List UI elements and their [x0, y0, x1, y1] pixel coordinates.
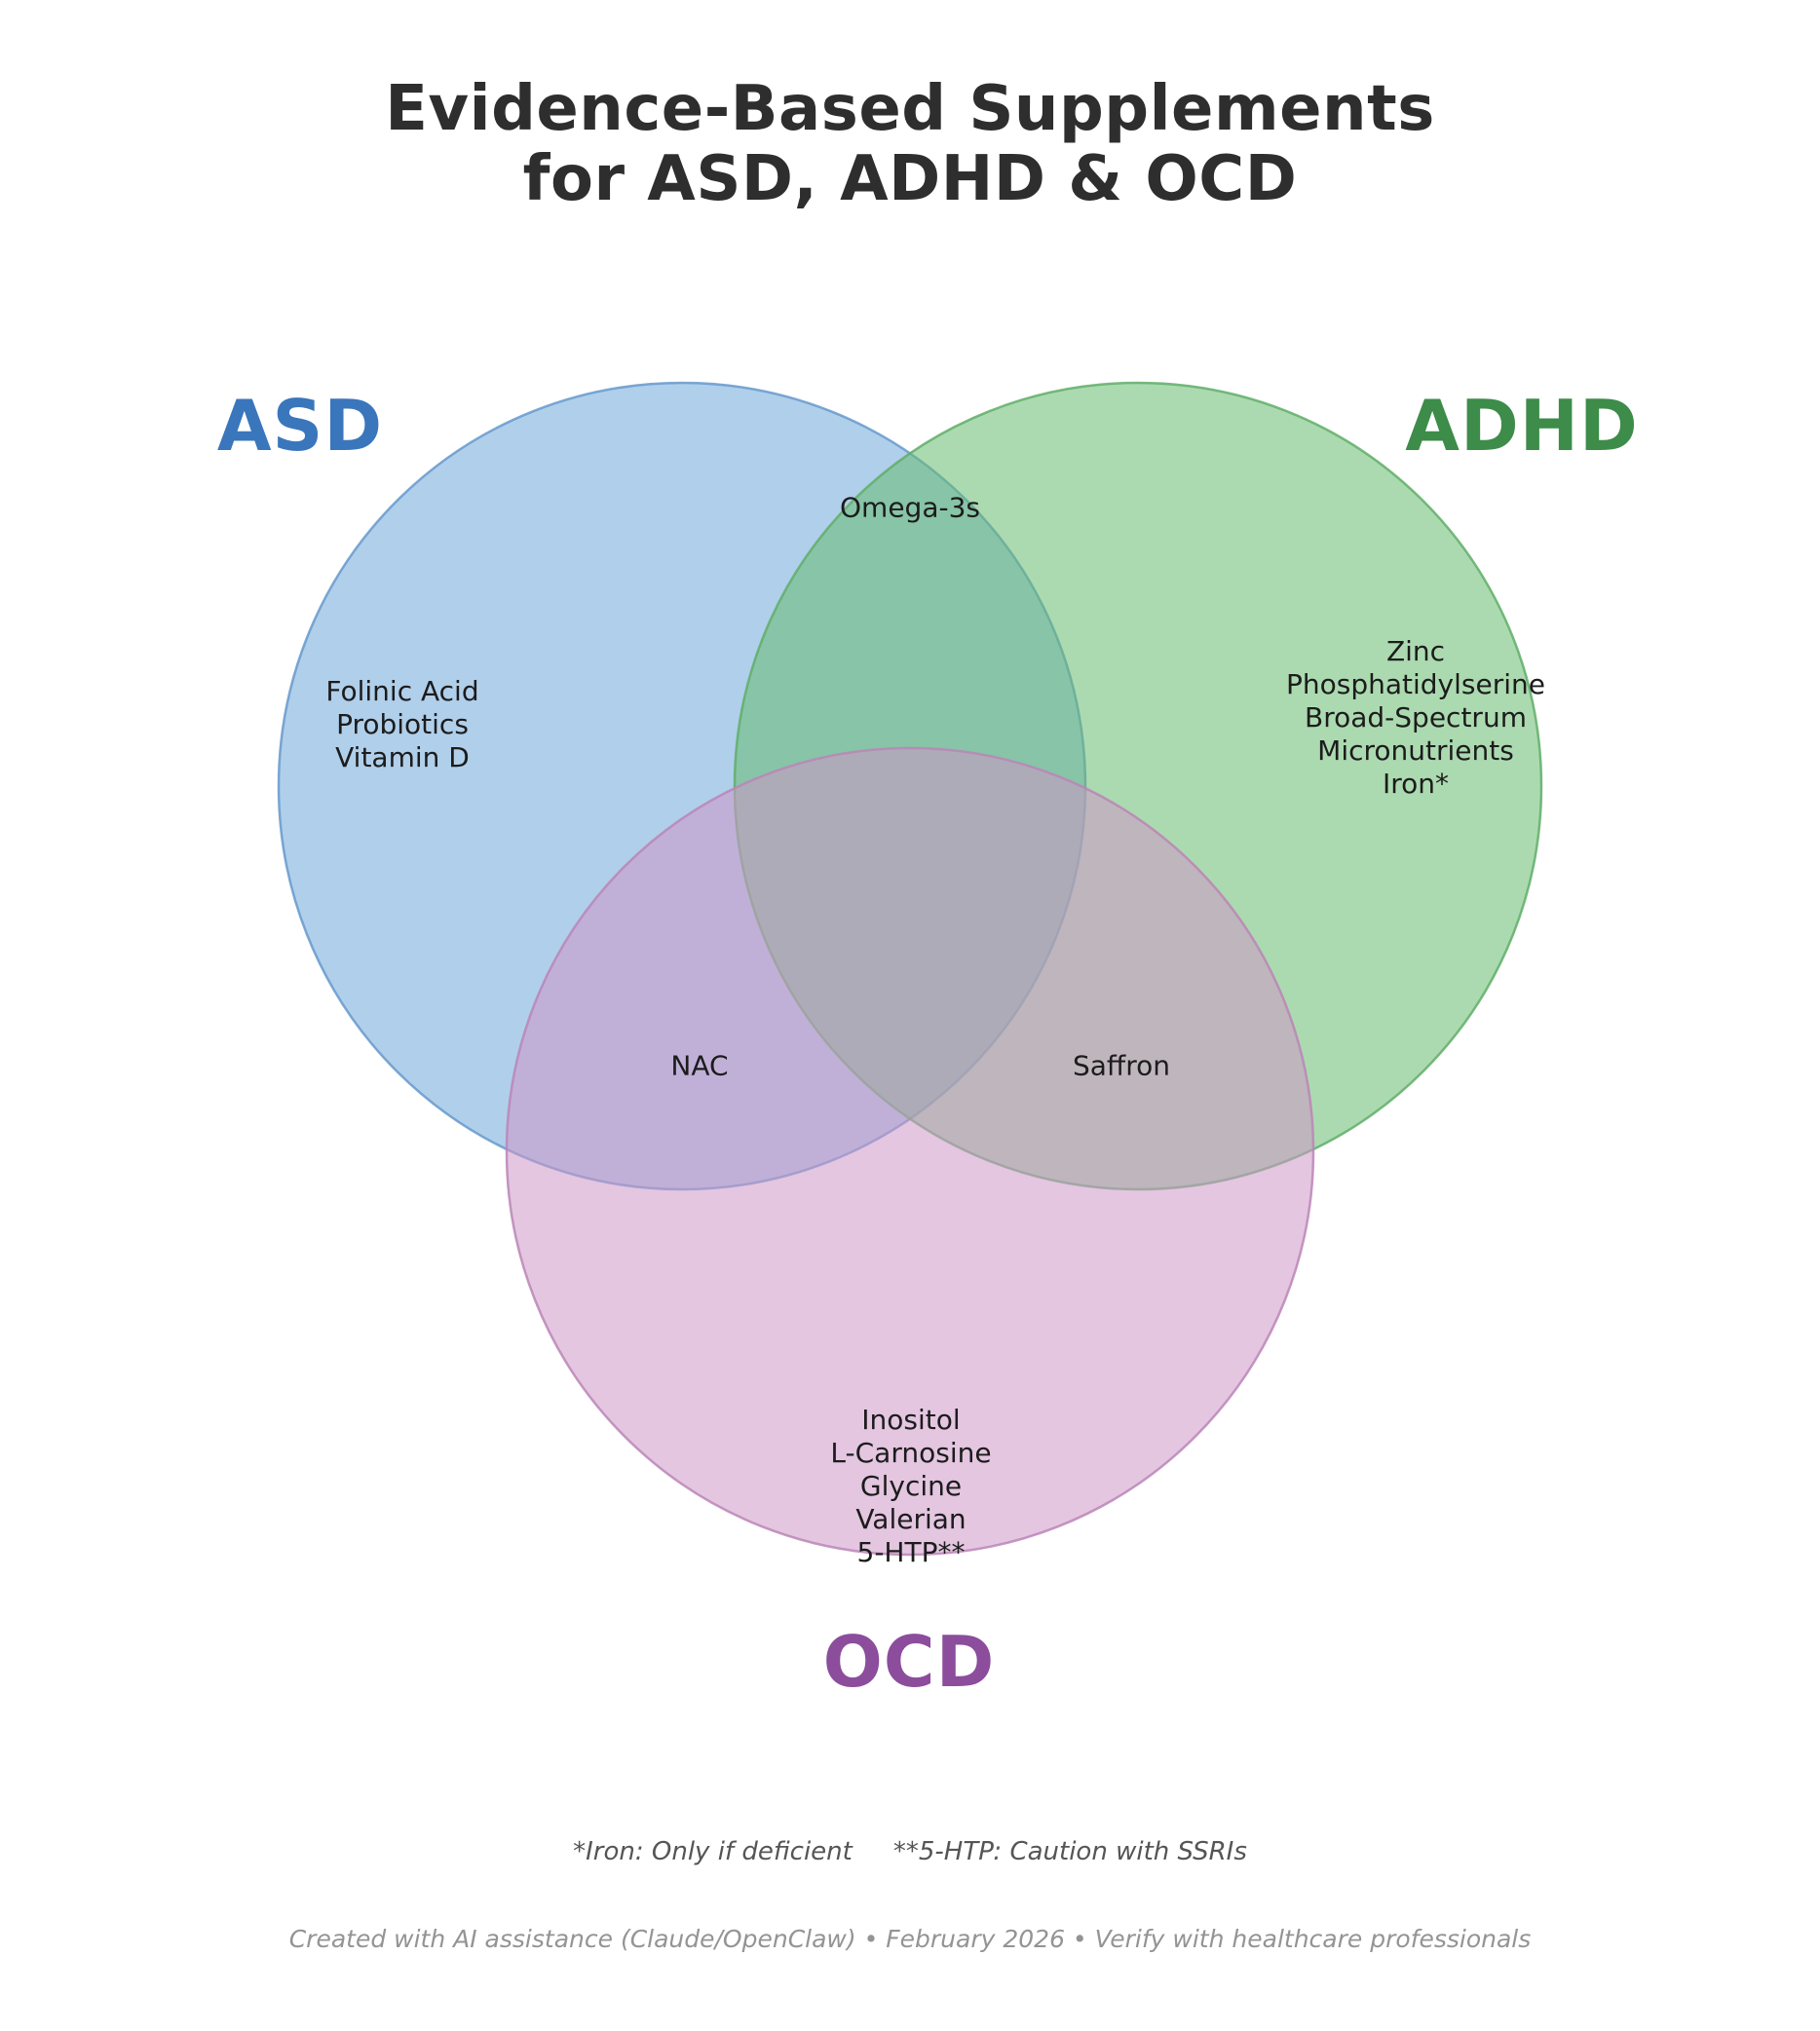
- adhd-item: Iron*: [1382, 768, 1450, 800]
- adhd-ocd-intersection-label: Saffron: [1073, 1049, 1170, 1082]
- ocd-item: 5-HTP**: [856, 1536, 966, 1568]
- adhd-item: Phosphatidylserine: [1286, 668, 1545, 700]
- footnotes: *Iron: Only if deficient **5-HTP: Cautio…: [0, 1837, 1820, 1866]
- adhd-item: Micronutrients: [1317, 734, 1514, 767]
- footnote-iron: *Iron: Only if deficient: [573, 1837, 853, 1866]
- asd-item: Vitamin D: [335, 741, 470, 773]
- adhd-set-label: ADHD: [1405, 385, 1639, 467]
- page-title-line1: Evidence-Based Supplements: [385, 73, 1435, 145]
- page-title-line2: for ASD, ADHD & OCD: [522, 143, 1298, 215]
- asd-adhd-intersection-label: Omega-3s: [840, 491, 980, 524]
- ocd-item: L-Carnosine: [830, 1437, 992, 1469]
- page-title: Evidence-Based Supplements for ASD, ADHD…: [0, 74, 1820, 214]
- adhd-item: Broad-Spectrum: [1305, 701, 1527, 733]
- adhd-item: Zinc: [1385, 635, 1446, 667]
- ocd-item: Glycine: [859, 1470, 963, 1502]
- ocd-item: Valerian: [855, 1503, 967, 1535]
- ocd-set-label: OCD: [822, 1621, 996, 1703]
- ocd-circle: [505, 746, 1315, 1557]
- asd-ocd-intersection-label: NAC: [670, 1049, 729, 1082]
- footnote-5htp: **5-HTP: Caution with SSRIs: [892, 1837, 1247, 1866]
- asd-set-label: ASD: [216, 385, 384, 467]
- ocd-item: Inositol: [861, 1404, 961, 1436]
- asd-item: Folinic Acid: [325, 675, 479, 707]
- adhd-items: Zinc Phosphatidylserine Broad-Spectrum M…: [1286, 635, 1545, 801]
- footer-credit: Created with AI assistance (Claude/OpenC…: [288, 1925, 1532, 1953]
- asd-item: Probiotics: [336, 708, 469, 740]
- asd-items: Folinic Acid Probiotics Vitamin D: [325, 675, 478, 774]
- ocd-items: Inositol L-Carnosine Glycine Valerian 5-…: [830, 1404, 991, 1569]
